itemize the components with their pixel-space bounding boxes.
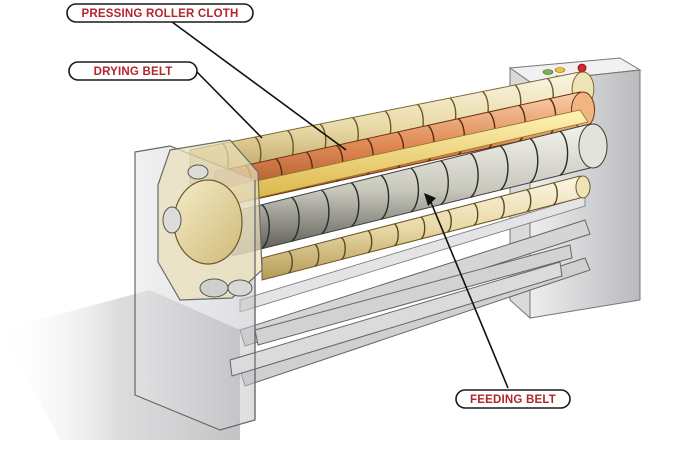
lowerRollers-segment-divider [287, 250, 293, 274]
feedingRollers-segment-divider [470, 152, 479, 198]
lowerRollers-segment-divider [526, 189, 532, 213]
feedingRollers-segment-divider [559, 130, 569, 176]
feedingRollers-segment-divider [440, 160, 449, 206]
leader-pressing-roller-cloth [167, 18, 347, 151]
feedingRollers-segment-divider [499, 145, 509, 191]
feeding-belt-rollers [231, 123, 608, 257]
label-drying-belt: DRYING BELT [94, 66, 173, 78]
feedingRollers-segment-divider [410, 167, 420, 213]
lowerRollers-segment-divider [473, 202, 479, 226]
lowerRollers-end-cap [575, 175, 591, 199]
label-pressing-roller-cloth: PRESSING ROLLER CLOTH [82, 8, 239, 20]
callout-feeding-belt: FEEDING BELT [455, 389, 571, 409]
leader-feeding-belt [429, 199, 509, 389]
leader-drying-belt [195, 70, 263, 139]
lowerRollers-segment-divider [314, 243, 320, 267]
lowerRollers-segment-divider [446, 209, 452, 233]
feedingRollers-segment-divider [320, 189, 330, 235]
callout-drying-belt: DRYING BELT [68, 61, 198, 81]
feedingRollers-end-cap [578, 123, 608, 169]
callout-pressing-roller-cloth: PRESSING ROLLER CLOTH [66, 3, 254, 23]
left-end-frame [134, 139, 263, 431]
end-roller-cap [173, 179, 243, 265]
feedingRollers-segment-divider [380, 174, 390, 220]
control-button-green [542, 69, 554, 75]
lowerRollers-segment-divider [552, 182, 558, 206]
lower-roller-row [261, 175, 591, 281]
label-feeding-belt: FEEDING BELT [470, 394, 556, 406]
feedingRollers-segment-divider [350, 182, 360, 228]
control-button-yellow [554, 67, 566, 73]
feedingRollers-segment-divider [291, 196, 300, 242]
front-base [229, 180, 573, 420]
control-button-red [577, 63, 587, 73]
lowerRollers-segment-divider [340, 236, 346, 261]
lowerRollers-segment-divider [367, 230, 373, 254]
leader-arrowhead-feeding [424, 193, 436, 206]
lowerRollers-segment-divider [499, 195, 505, 220]
feedingRollers-segment-divider [529, 138, 539, 184]
lowerRollers-segment-divider [393, 223, 399, 247]
feedingRollers-segment-divider [261, 204, 270, 250]
lowerRollers-segment-divider [420, 216, 426, 240]
